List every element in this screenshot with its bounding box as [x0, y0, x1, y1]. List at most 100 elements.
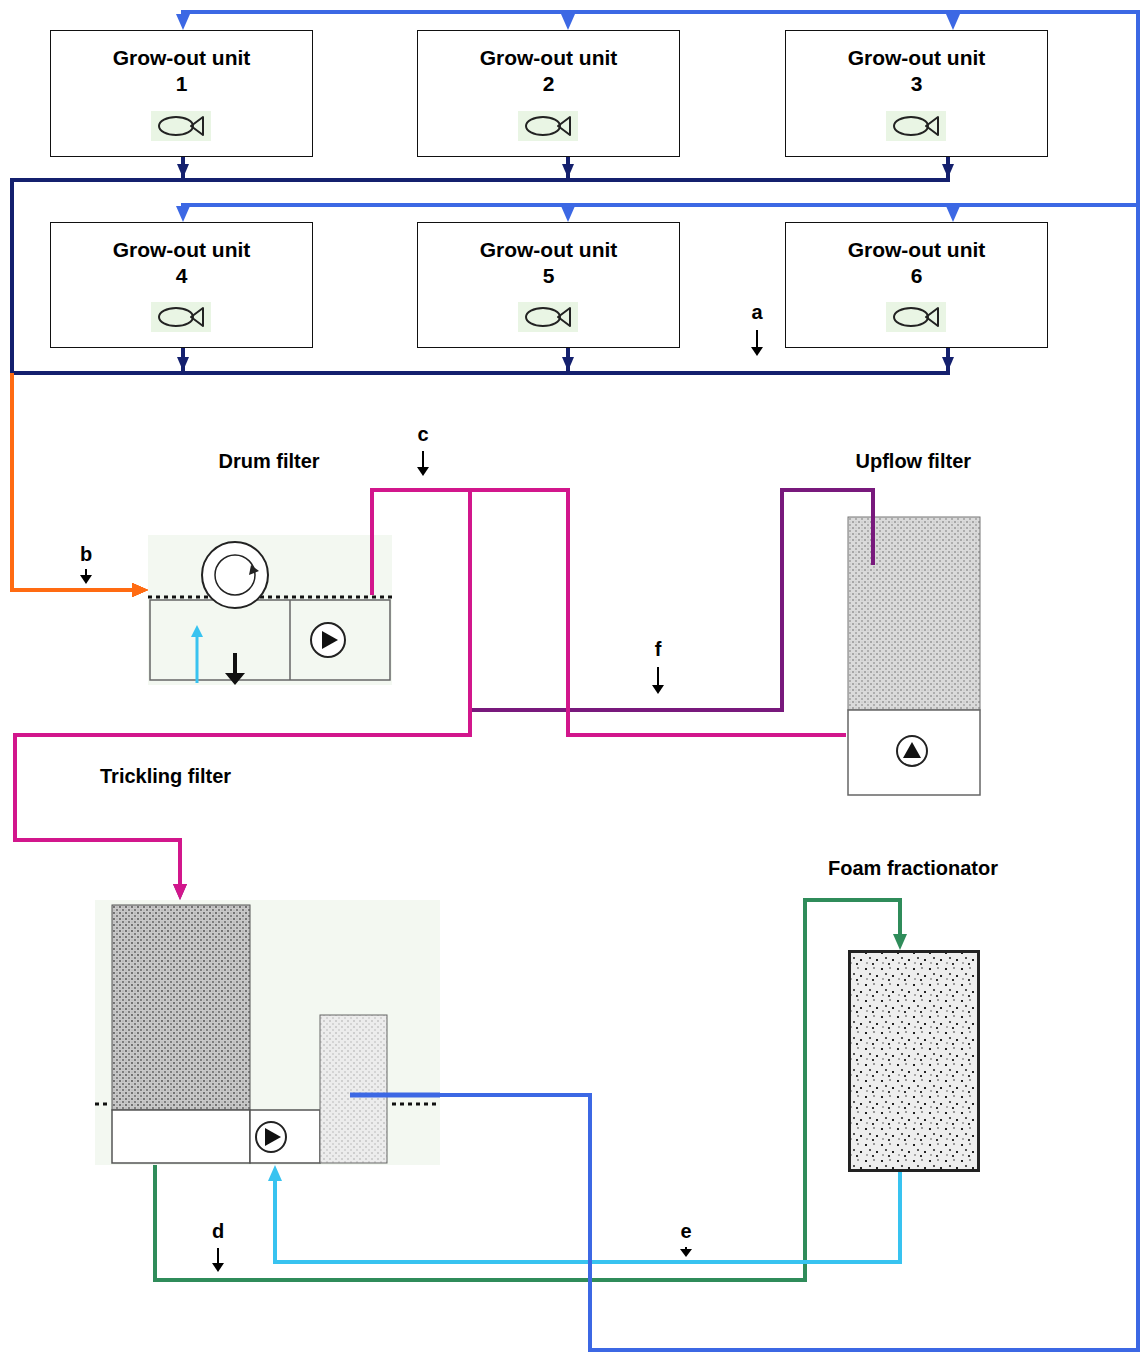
water-level — [148, 596, 392, 599]
fish-body — [526, 308, 560, 326]
backwash-pump-shaft — [233, 653, 237, 673]
callout-letter: c — [417, 423, 428, 446]
arrowhead — [893, 934, 907, 950]
callout-pointer-head — [751, 347, 763, 356]
pipe-line — [372, 490, 846, 735]
drum-filter-drawing — [148, 535, 392, 685]
pipe-line — [440, 12, 1138, 1350]
foam-fractionator-drawing — [848, 950, 980, 1172]
arrowhead — [176, 14, 190, 30]
flow-pipe — [15, 490, 873, 900]
grow-out-unit: Grow-out unit 6 — [785, 222, 1048, 348]
callout-pointer-head — [652, 685, 664, 694]
unit-label: Grow-out unit 3 — [840, 45, 992, 97]
pipe-line — [15, 490, 470, 887]
unit-label: Grow-out unit 5 — [472, 237, 624, 289]
callout-pointer-head — [417, 467, 429, 476]
arrowhead — [946, 206, 960, 222]
fish-body — [526, 117, 560, 135]
grow-out-unit: Grow-out unit 3 — [785, 30, 1048, 157]
fish-tail — [926, 308, 938, 326]
unit-label: Grow-out unit 1 — [105, 45, 257, 97]
water-level — [392, 1103, 436, 1106]
grow-out-unit: Grow-out unit 4 — [50, 222, 313, 348]
fish-body — [894, 117, 928, 135]
fish-ground — [151, 111, 211, 141]
fish-tail — [191, 117, 203, 135]
trickling-filter: Trickling filter — [95, 900, 440, 1165]
grow-out-unit: Grow-out unit 2 — [417, 30, 680, 157]
upflow-filter-drawing — [846, 515, 982, 797]
filter-media — [112, 905, 250, 1110]
arrowhead — [132, 583, 148, 597]
callout-letter: d — [212, 1220, 224, 1243]
equipment-title: Drum filter — [219, 450, 322, 473]
outlet-pipe — [350, 1093, 440, 1098]
pipe-line — [440, 205, 1138, 1350]
rotation-mark — [249, 565, 259, 575]
callout-pointer — [217, 1248, 219, 1265]
pump-chamber — [250, 1110, 320, 1163]
pipe-line — [12, 373, 135, 590]
backwash-head — [191, 625, 203, 637]
fish-tail — [926, 117, 938, 135]
flow-pipe — [176, 205, 1138, 1350]
callout-pointers — [80, 330, 763, 1272]
arrowhead — [561, 14, 575, 30]
pipe-line — [12, 373, 135, 590]
backwash-line — [196, 635, 199, 683]
filter-media — [848, 517, 980, 710]
filter-ground — [95, 900, 440, 1165]
arrowhead — [132, 583, 148, 597]
pump-symbol — [311, 623, 345, 657]
pipe-line — [15, 490, 873, 887]
trickling-filter-drawing — [95, 900, 440, 1165]
flow-pipe — [268, 1165, 900, 1262]
flow-pipe — [440, 205, 1138, 1350]
fish-body — [159, 117, 193, 135]
fish-body — [159, 308, 193, 326]
pipe-line — [12, 373, 135, 590]
fish-tail — [558, 308, 570, 326]
unit-label: Grow-out unit 6 — [840, 237, 992, 289]
water-level — [95, 1103, 109, 1106]
unit-label: Grow-out unit 4 — [105, 237, 257, 289]
pipe-line — [440, 12, 1138, 1350]
arrowhead — [561, 206, 575, 222]
backwash-pump — [225, 673, 245, 685]
equipment-title: Upflow filter — [856, 450, 973, 473]
fish-tail — [191, 308, 203, 326]
pump-triangle — [265, 1128, 281, 1146]
pipe-line — [12, 373, 135, 590]
callout-letter: b — [80, 543, 92, 566]
pipe-line — [275, 1172, 900, 1262]
drum-filter: Drum filter — [148, 535, 392, 685]
outlet-pipe — [370, 535, 374, 595]
pump-symbol — [256, 1122, 286, 1152]
flow-pipe — [372, 490, 846, 735]
flow-pipe — [15, 490, 470, 900]
arrowhead — [946, 14, 960, 30]
fish-tail — [558, 117, 570, 135]
flow-pipe — [440, 12, 1138, 1350]
pump-triangle — [903, 742, 921, 758]
pump-symbol — [897, 736, 927, 766]
fish-ground — [886, 111, 946, 141]
pipe-line — [440, 205, 1138, 1350]
pipe-line — [12, 348, 948, 373]
equipment-title: Trickling filter — [100, 765, 233, 788]
foam-fractionator: Foam fractionator — [848, 950, 980, 1172]
fish-ground — [151, 302, 211, 332]
fish-body — [894, 308, 928, 326]
callout-letter: f — [655, 638, 662, 661]
drum-ground — [148, 535, 392, 685]
arrowhead — [132, 583, 148, 597]
callout-pointer-head — [212, 1263, 224, 1272]
pipe-line — [12, 373, 135, 590]
arrowhead — [173, 884, 187, 900]
arrowhead — [132, 583, 148, 597]
callout-letter: a — [751, 301, 762, 324]
callout-pointer — [422, 451, 424, 469]
arrowhead — [132, 583, 148, 597]
fractionator-column — [850, 952, 979, 1171]
